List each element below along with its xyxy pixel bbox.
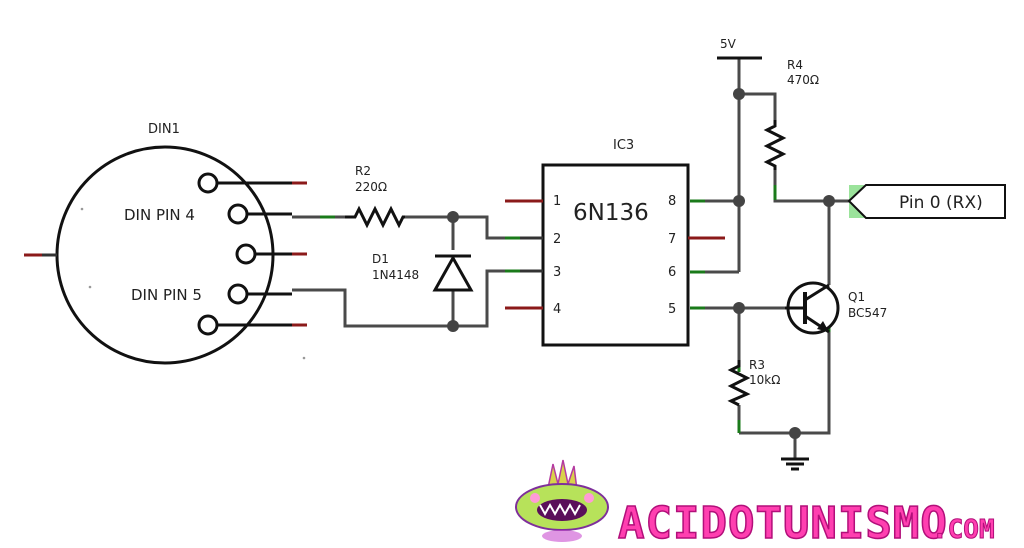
din-pin-circle-4 — [227, 203, 249, 225]
r2-value-label: 220Ω — [355, 180, 387, 194]
resistor-r2: R2 220Ω — [345, 164, 405, 229]
brand-text: ACIDOTUNISMO — [618, 498, 948, 548]
brand-suffix: .COM — [932, 515, 995, 545]
din-pin5-label: DIN PIN 5 — [131, 286, 202, 304]
din-pin-circle-3 — [197, 314, 219, 336]
d1-value-label: 1N4148 — [372, 268, 419, 282]
resistor-r4: R4 470Ω — [763, 58, 819, 170]
ic3-ref-label: IC3 — [613, 138, 634, 153]
transistor-q1: Q1 BC547 — [785, 281, 887, 335]
ic3-part-label: 6N136 — [573, 200, 649, 226]
d1-ref-label: D1 — [372, 252, 389, 266]
r3-value-label: 10kΩ — [749, 373, 780, 387]
supply-5v: 5V — [717, 37, 762, 60]
din-pin-circle-5 — [227, 283, 249, 305]
ic3-pin4-label: 4 — [553, 302, 561, 317]
r4-ref-label: R4 — [787, 58, 803, 72]
ic3-pin1-label: 1 — [553, 194, 561, 209]
din-pin-circle-2 — [235, 243, 257, 265]
din-ref-label: DIN1 — [148, 122, 180, 137]
r4-value-label: 470Ω — [787, 73, 819, 87]
output-label: Pin 0 (RX) — [899, 193, 983, 213]
r3-ref-label: R3 — [749, 358, 765, 372]
ic3-body — [541, 163, 690, 347]
supply-label: 5V — [720, 37, 737, 51]
din-pin4-label: DIN PIN 4 — [124, 206, 195, 224]
ic-6n136: IC3 6N136 1 2 3 4 8 7 6 5 — [505, 138, 725, 347]
r2-ref-label: R2 — [355, 164, 371, 178]
diode-d1: D1 1N4148 — [372, 252, 474, 292]
q1-value-label: BC547 — [848, 306, 887, 320]
junctions — [447, 88, 835, 439]
din-connector: DIN1 DIN PIN 4 DIN PIN 5 — [24, 122, 307, 365]
ic3-pin6-label: 6 — [668, 265, 676, 280]
ic3-pin2-label: 2 — [553, 232, 561, 247]
output-port-pin0-rx: Pin 0 (RX) — [847, 184, 1006, 219]
resistor-r3: R3 10kΩ — [727, 358, 780, 407]
ground-symbol — [781, 457, 809, 471]
ic3-pin3-label: 3 — [553, 265, 561, 280]
acidotunismo-mascot-logo — [515, 459, 609, 542]
ic3-pin8-label: 8 — [668, 194, 676, 209]
din-pin-circle-1 — [197, 172, 219, 194]
ic3-pin7-label: 7 — [668, 232, 676, 247]
q1-ref-label: Q1 — [848, 290, 865, 304]
ic3-pin5-label: 5 — [668, 302, 676, 317]
